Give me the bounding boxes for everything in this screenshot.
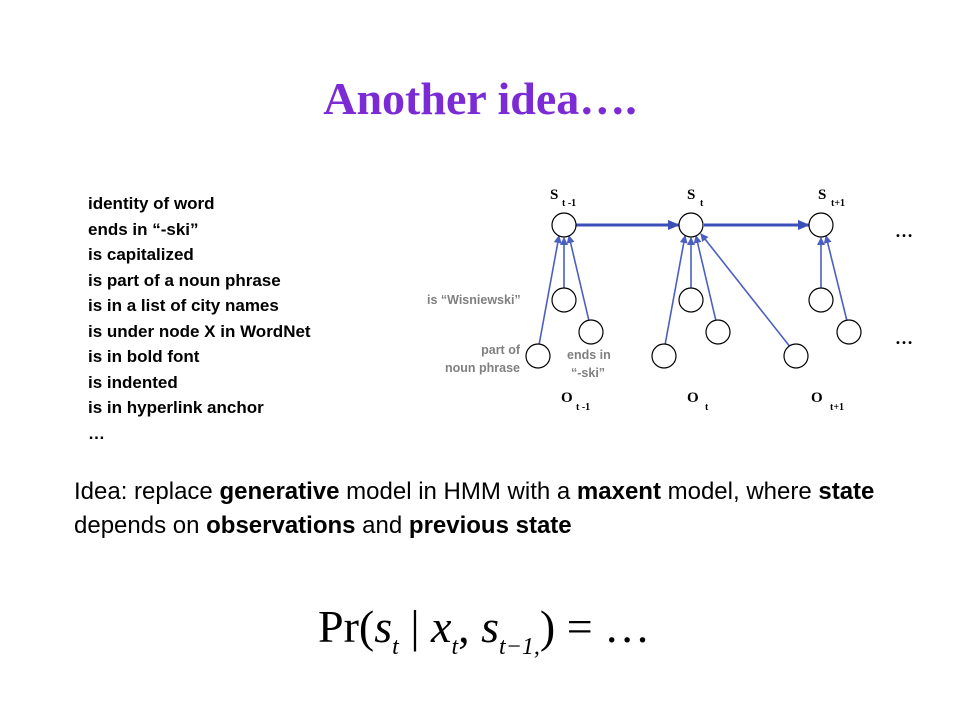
observation-node — [836, 319, 862, 345]
formula-x-sub: t — [451, 634, 459, 660]
formula-pr: Pr( — [318, 601, 375, 652]
annotation-ski-2: “-ski” — [571, 366, 605, 380]
observation-label-sub: t — [705, 402, 709, 413]
feature-item: is in a list of city names — [88, 296, 279, 315]
formula-close: ) = … — [539, 601, 651, 652]
formula-s2-sub: t−1, — [499, 634, 540, 660]
formula-bar: | — [398, 601, 432, 652]
edge-arrow — [700, 233, 792, 349]
observation-node — [525, 343, 551, 369]
idea-text: Idea: replace — [74, 478, 220, 505]
idea-text: depends on — [74, 512, 207, 539]
annotation-wisniewski: is “Wisniewski” — [427, 293, 521, 307]
idea-bold: generative — [219, 478, 340, 505]
observation-node — [678, 287, 704, 313]
state-label: S — [550, 187, 558, 203]
observation-node — [651, 343, 677, 369]
observation-label: O — [561, 390, 573, 406]
idea-bold: previous state — [408, 512, 572, 539]
idea-text: model, where — [660, 478, 819, 505]
state-label: S — [818, 187, 826, 203]
state-node — [678, 212, 704, 238]
feature-item: identity of word — [88, 194, 215, 213]
edge-arrow — [823, 235, 848, 322]
annotation-noun-phrase-1: part of — [481, 343, 521, 357]
idea-text: and — [355, 512, 409, 539]
formula-s2: s — [481, 601, 500, 652]
feature-list: identity of word ends in “-ski” is capit… — [88, 191, 311, 446]
formula: Pr(st | xt, st−1,) = … — [318, 600, 650, 661]
observation-label-sub: t+1 — [830, 402, 844, 413]
observation-label: O — [687, 390, 699, 406]
formula-x: x — [431, 601, 452, 652]
idea-paragraph: Idea: replace generative model in HMM wi… — [74, 475, 894, 543]
slide-title: Another idea…. — [323, 73, 637, 124]
edge-arrow — [566, 235, 590, 322]
edge-arrow — [664, 235, 688, 346]
state-label-sub: t — [700, 198, 704, 209]
observation-label-sub: t -1 — [576, 402, 590, 413]
state-node — [808, 212, 834, 238]
idea-text: model in HMM with a — [339, 478, 577, 505]
feature-item: is part of a noun phrase — [88, 270, 281, 290]
idea-bold: observations — [206, 512, 356, 539]
feature-item: … — [88, 423, 105, 443]
idea-bold: maxent — [576, 478, 661, 505]
formula-s: s — [374, 601, 393, 652]
state-label-sub: t+1 — [831, 198, 845, 209]
observation-node — [783, 343, 809, 369]
observation-node — [551, 287, 577, 313]
hmm-diagram: S t -1 S t S t+1 O t -1 O t O t+1 … … is… — [427, 187, 913, 413]
formula-comma: , — [458, 601, 482, 652]
idea-bold: state — [818, 478, 875, 505]
state-label-sub: t -1 — [562, 198, 576, 209]
observation-label: O — [811, 390, 823, 406]
annotation-noun-phrase-2: noun phrase — [445, 361, 520, 375]
state-label: S — [687, 187, 695, 203]
edge-arrow — [693, 235, 717, 322]
feature-item: ends in “-ski” — [88, 219, 199, 239]
annotation-ski-1: ends in — [567, 348, 611, 362]
feature-item: is indented — [88, 372, 178, 392]
feature-item: is in hyperlink anchor — [88, 398, 264, 417]
formula-s-sub: t — [392, 634, 399, 660]
edge-arrow — [538, 235, 562, 346]
feature-item: is capitalized — [88, 245, 194, 264]
feature-item: is under node X in WordNet — [88, 321, 311, 341]
observation-node — [705, 319, 731, 345]
state-node — [551, 212, 577, 238]
ellipsis-observations: … — [895, 328, 913, 348]
observation-node — [808, 287, 834, 313]
ellipsis-states: … — [895, 221, 913, 241]
feature-item: is in bold font — [88, 347, 200, 366]
observation-node — [578, 319, 604, 345]
